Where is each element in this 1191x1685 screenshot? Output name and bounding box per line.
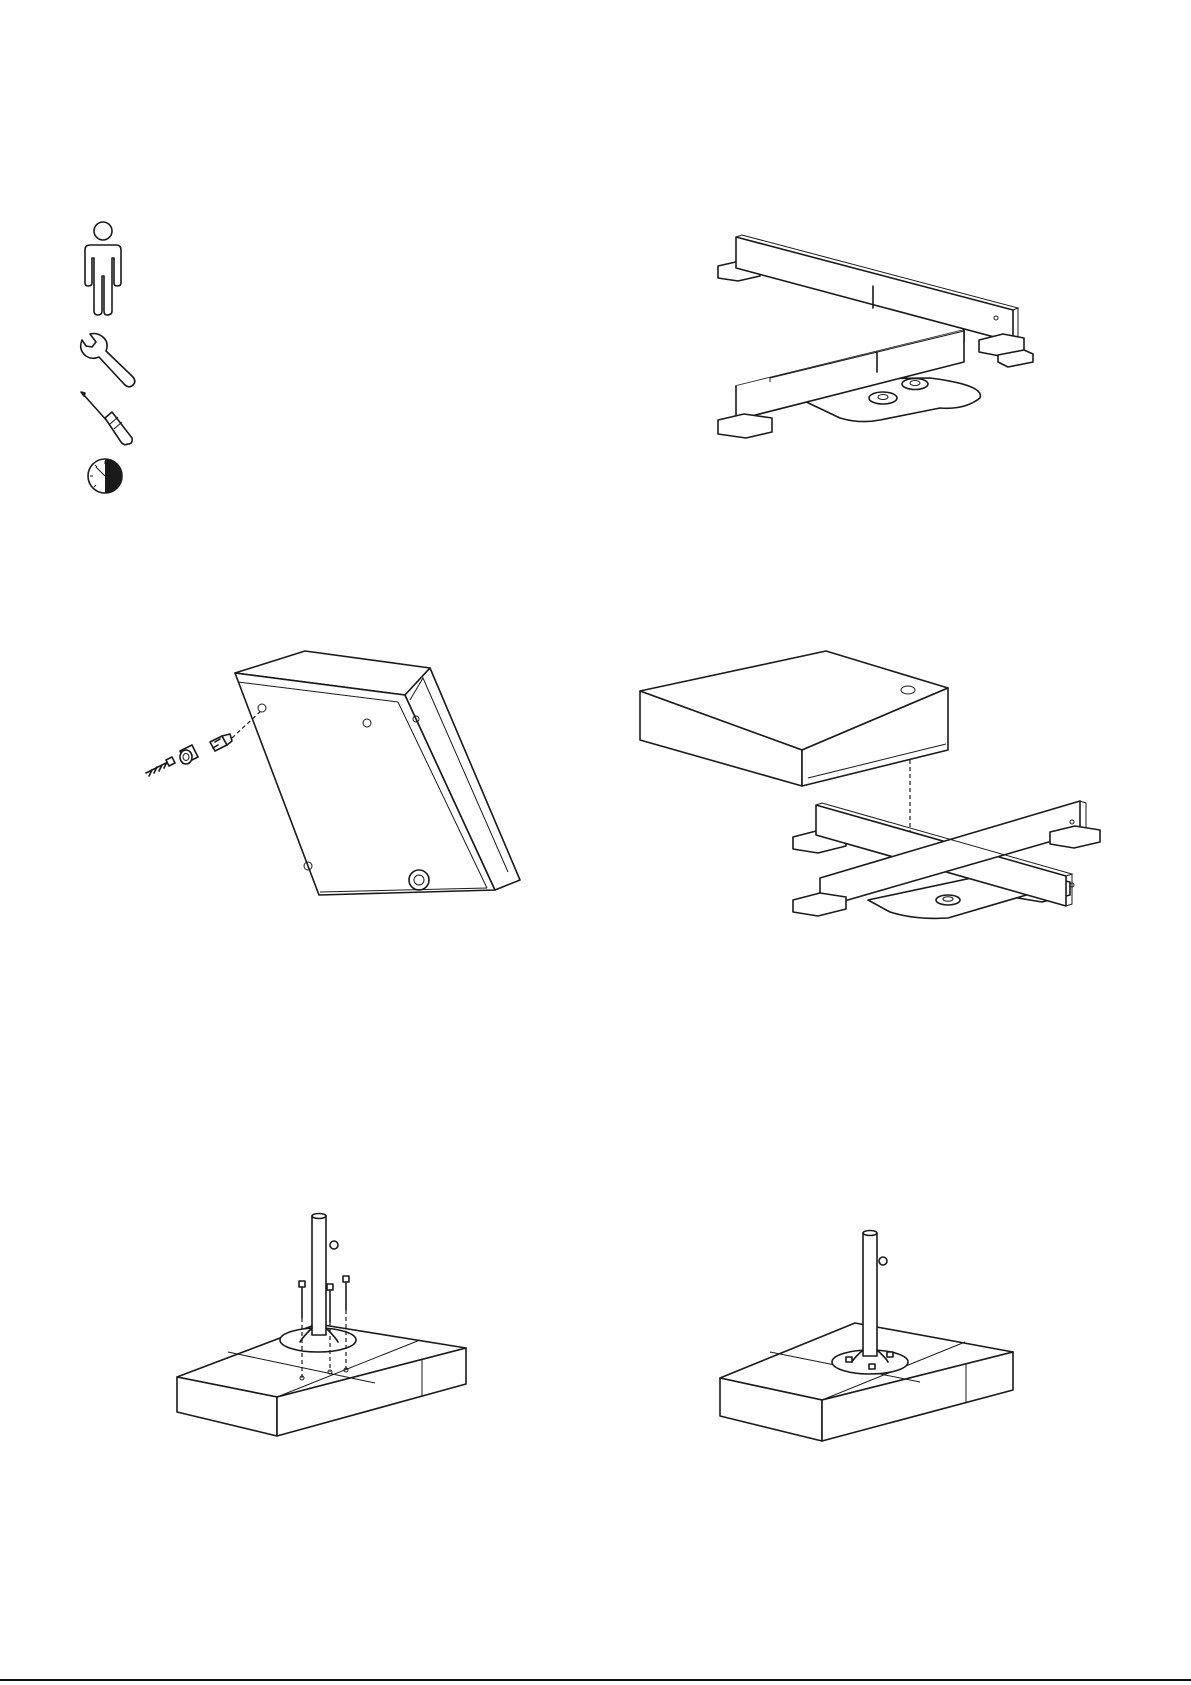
step-base-frame-with-feet xyxy=(718,235,1033,438)
handle-knob xyxy=(210,734,232,751)
step-bolt-pole-to-blocks xyxy=(177,1214,466,1437)
bolt-head xyxy=(869,1364,875,1369)
bolt xyxy=(343,1276,349,1310)
one-person-icon xyxy=(85,222,121,315)
footer-rule xyxy=(0,1679,1191,1681)
step-finished-base xyxy=(720,1231,1013,1442)
handle-spacer xyxy=(180,745,198,764)
handle-screw xyxy=(146,757,175,776)
half-hour-clock-icon xyxy=(88,459,122,493)
screwdriver-icon xyxy=(81,392,132,445)
wrench-icon xyxy=(81,334,135,387)
step-place-block-on-cross-frame xyxy=(640,651,1100,918)
pole xyxy=(312,1216,326,1335)
bolt-head xyxy=(887,1352,893,1357)
frame-rail xyxy=(736,237,1013,342)
foot-pad xyxy=(793,893,846,916)
step-weight-block-screw-handle xyxy=(146,651,520,895)
bolt xyxy=(299,1281,305,1318)
plate-bolt xyxy=(869,392,897,404)
bolt xyxy=(327,1284,333,1322)
pole xyxy=(863,1233,877,1356)
foot-pad xyxy=(718,414,772,438)
bolt-head xyxy=(846,1357,852,1362)
